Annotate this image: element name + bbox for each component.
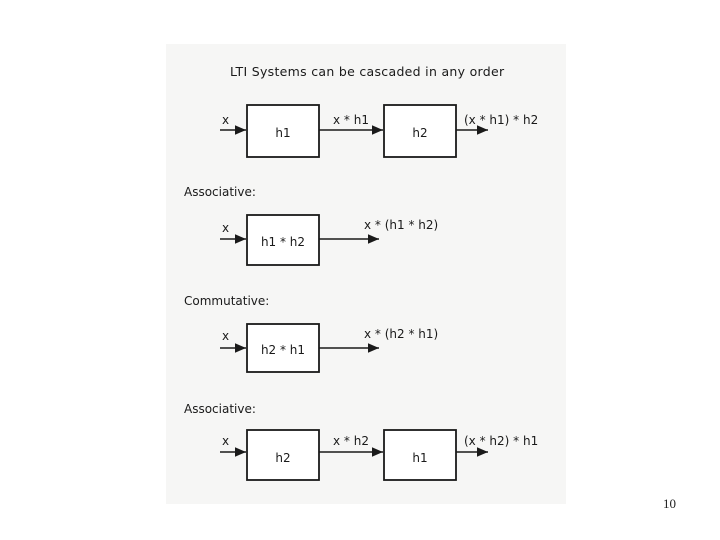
- row1-output-label: (x * h1) * h2: [464, 113, 538, 127]
- row4-block-1: [246, 429, 320, 481]
- row2-block-label: h1 * h2: [261, 235, 305, 249]
- row-cascade-h1-h2: x h1 x * h1 h2 (x * h1) * h2: [220, 104, 538, 158]
- row1-mid-label: x * h1: [333, 113, 369, 127]
- row4-output-label: (x * h2) * h1: [464, 434, 538, 448]
- row-combined-h1h2: x h1 * h2 x * (h1 * h2): [220, 214, 438, 266]
- row2-input-label: x: [222, 221, 229, 235]
- row4-block-1-label: h2: [275, 451, 290, 465]
- scanned-figure-background: [166, 44, 566, 504]
- row4-input-label: x: [222, 434, 229, 448]
- section-commutative: Commutative:: [184, 294, 269, 308]
- row3-block: [246, 323, 320, 373]
- row1-block-1: [246, 104, 320, 158]
- row-combined-h2h1: x h2 * h1 x * (h2 * h1): [220, 323, 438, 373]
- page-number: 10: [663, 496, 676, 511]
- row2-block: [246, 214, 320, 266]
- row3-input-label: x: [222, 329, 229, 343]
- row3-block-label: h2 * h1: [261, 343, 305, 357]
- row4-block-2-label: h1: [412, 451, 427, 465]
- row2-output-label: x * (h1 * h2): [364, 218, 438, 232]
- diagram-title: LTI Systems can be cascaded in any order: [230, 64, 505, 79]
- row1-block-2: [383, 104, 457, 158]
- row4-block-2: [383, 429, 457, 481]
- section-associative-2: Associative:: [184, 402, 256, 416]
- section-associative-1: Associative:: [184, 185, 256, 199]
- row4-mid-label: x * h2: [333, 434, 369, 448]
- row1-input-label: x: [222, 113, 229, 127]
- row1-block-1-label: h1: [275, 126, 290, 140]
- row-cascade-h2-h1: x h2 x * h2 h1 (x * h2) * h1: [220, 429, 538, 481]
- row3-output-label: x * (h2 * h1): [364, 327, 438, 341]
- row1-block-2-label: h2: [412, 126, 427, 140]
